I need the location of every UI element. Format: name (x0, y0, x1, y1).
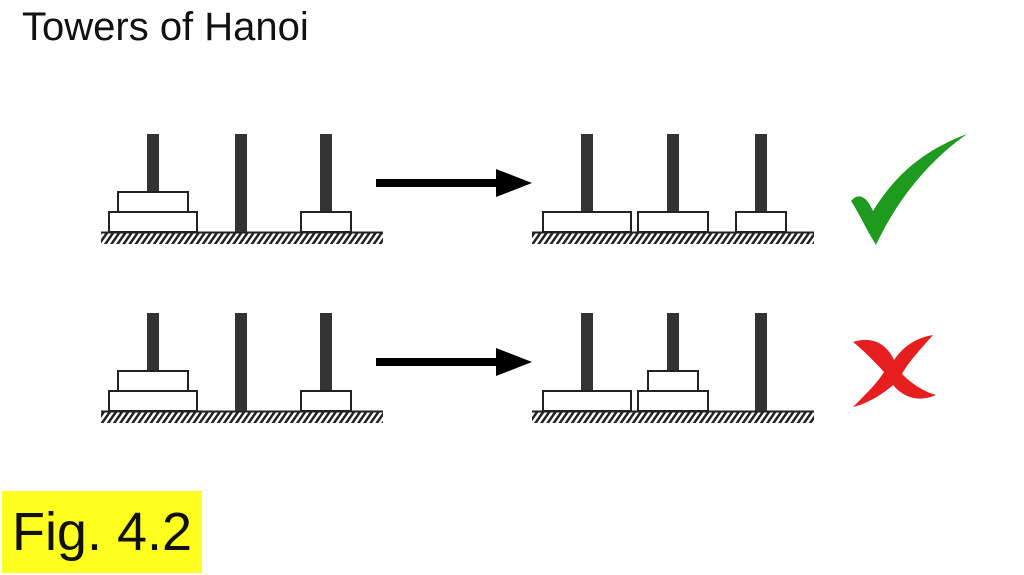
arrow-head (496, 169, 532, 197)
peg-3 (755, 313, 767, 411)
disk-large (108, 390, 198, 412)
peg-2 (235, 134, 247, 232)
peg-2 (667, 134, 679, 232)
board-base (101, 232, 383, 244)
figure-label: Fig. 4.2 (2, 491, 202, 573)
peg-1 (581, 313, 593, 411)
disk-medium (117, 370, 189, 392)
check-icon (851, 134, 967, 245)
arrow-icon (376, 169, 532, 197)
board-after (532, 313, 814, 423)
board-after (532, 134, 814, 244)
peg-3 (320, 313, 332, 411)
cross-icon (853, 335, 936, 407)
disk-small (300, 390, 352, 412)
disk-large (542, 211, 632, 233)
disk-large (542, 390, 632, 412)
disk-small (647, 370, 699, 392)
row-valid-move (101, 134, 967, 245)
disk-small (300, 211, 352, 233)
disk-large (108, 211, 198, 233)
board-before (101, 313, 383, 423)
board-base (532, 232, 814, 244)
board-base (101, 411, 383, 423)
row-invalid-move (101, 313, 936, 423)
peg-1 (581, 134, 593, 232)
check-mark (851, 134, 967, 245)
page-title: Towers of Hanoi (22, 5, 309, 49)
arrow-head (496, 348, 532, 376)
disk-medium (637, 390, 709, 412)
disk-small (735, 211, 787, 233)
cross-mark (853, 335, 936, 407)
disk-medium (637, 211, 709, 233)
disk-medium (117, 191, 189, 213)
peg-2 (235, 313, 247, 411)
peg-3 (755, 134, 767, 232)
board-base (532, 411, 814, 423)
board-before (101, 134, 383, 244)
arrow-icon (376, 348, 532, 376)
peg-3 (320, 134, 332, 232)
